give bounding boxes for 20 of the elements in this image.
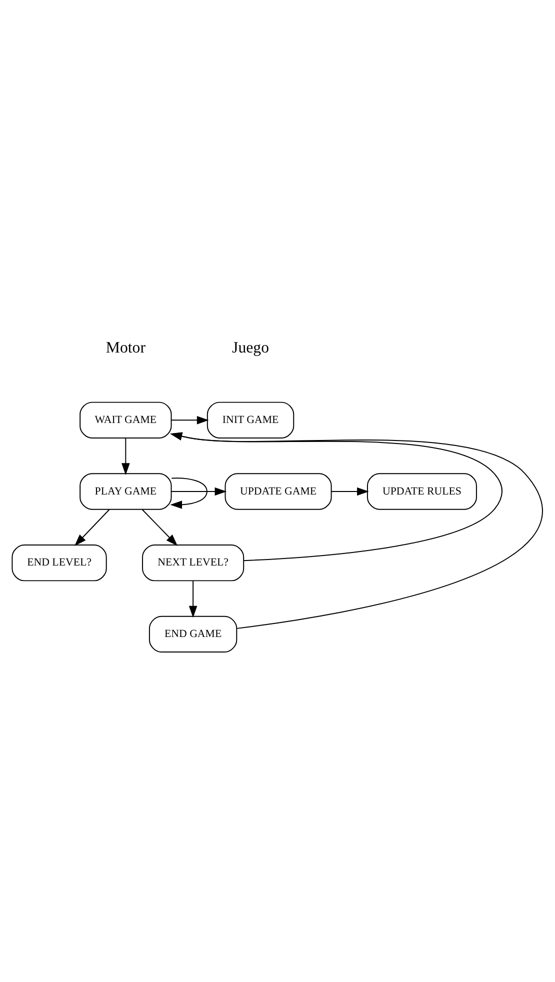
node-box: INIT GAME: [206, 401, 294, 438]
arrow: [171, 415, 209, 424]
node-box: END LEVEL?: [12, 544, 107, 581]
node-box: UPDATE RULES: [366, 472, 477, 510]
node-box: UPDATE GAME: [224, 472, 332, 510]
arrow: [330, 486, 369, 496]
node-box: NEXT LEVEL?: [142, 544, 244, 581]
node-box: PLAY GAME: [80, 472, 172, 510]
arrow: [170, 432, 542, 628]
arrow: [122, 437, 130, 475]
arrow: [142, 508, 178, 546]
arrow: [74, 508, 110, 546]
arrow: [170, 486, 227, 496]
arrow: [170, 477, 208, 508]
label: Juego: [232, 339, 270, 356]
node-box: WAIT GAME: [80, 401, 172, 438]
node-box: END GAME: [148, 615, 238, 652]
label: Motor: [106, 339, 146, 356]
arrow: [170, 432, 503, 561]
arrow: [188, 580, 198, 618]
